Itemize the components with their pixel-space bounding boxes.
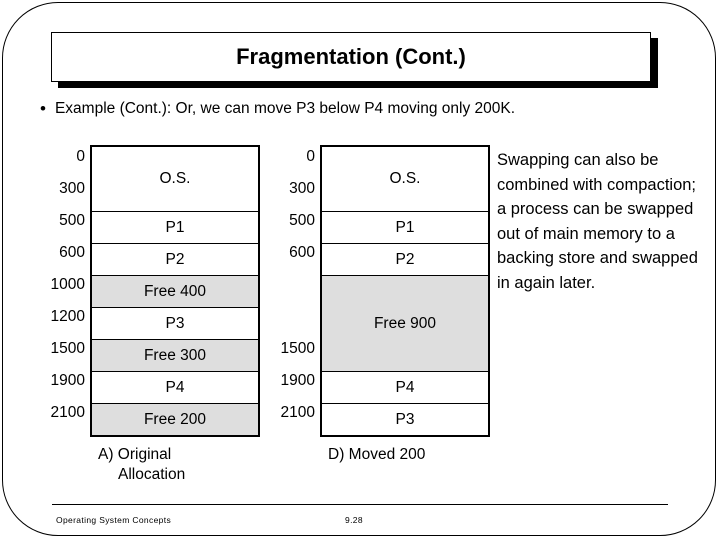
- bullet-text: Example (Cont.): Or, we can move P3 belo…: [54, 100, 516, 117]
- memory-block-label: P2: [395, 250, 415, 268]
- figure-caption-line-1: A) Original: [98, 446, 172, 463]
- memory-block-p4: P4: [322, 371, 488, 403]
- memory-block-p3: P3: [322, 403, 488, 435]
- memory-block-free-900: Free 900: [322, 275, 488, 371]
- address-label-column: 0 300 500 600 1000 1200 1500 1900 2100: [42, 145, 90, 433]
- address-label-column: 0 300 500 600 1500 1900 2100: [272, 145, 320, 433]
- memory-block-label: Free 300: [143, 346, 207, 364]
- address-label: 600: [289, 244, 315, 261]
- memory-block-p1: P1: [322, 211, 488, 243]
- bullet-point-icon: •: [40, 99, 46, 118]
- memory-block-p2: P2: [322, 243, 488, 275]
- address-label: 1200: [50, 308, 85, 325]
- memory-block-label: P3: [165, 314, 185, 332]
- address-label: 2100: [50, 404, 85, 421]
- memory-block-free-400: Free 400: [92, 275, 258, 307]
- figure-caption-line-1: D) Moved 200: [328, 446, 426, 463]
- address-label: 1900: [50, 372, 85, 389]
- memory-block-label: P1: [165, 218, 185, 236]
- figure-caption-line-2: Allocation: [118, 466, 186, 483]
- footer-book-title: Operating System Concepts: [56, 515, 172, 525]
- memory-block-p1: P1: [92, 211, 258, 243]
- memory-block-p2: P2: [92, 243, 258, 275]
- address-label: 300: [289, 180, 315, 197]
- memory-block-label: P2: [165, 250, 185, 268]
- footer-page-number: 9.28: [345, 515, 363, 525]
- address-label: 1500: [50, 340, 85, 357]
- address-label: 2100: [280, 404, 315, 421]
- address-label: 0: [76, 148, 85, 165]
- memory-block-o-s: O.S.: [322, 147, 488, 211]
- memory-block-label: P1: [395, 218, 415, 236]
- address-label: 500: [289, 212, 315, 229]
- figure-caption: D) Moved 200: [328, 445, 425, 465]
- memory-block-label: P4: [395, 378, 415, 396]
- address-label: 300: [59, 180, 85, 197]
- memory-block-label: Free 200: [143, 410, 207, 428]
- memory-block-p4: P4: [92, 371, 258, 403]
- memory-block-label: O.S.: [389, 170, 421, 187]
- memory-block-free-300: Free 300: [92, 339, 258, 371]
- memory-block-label: Free 900: [373, 314, 437, 332]
- address-label: 0: [306, 148, 315, 165]
- memory-block-p3: P3: [92, 307, 258, 339]
- footer-divider: [52, 504, 668, 505]
- address-label: 1500: [280, 340, 315, 357]
- memory-block-free-200: Free 200: [92, 403, 258, 435]
- address-label: 500: [59, 212, 85, 229]
- memory-block-o-s: O.S.: [92, 147, 258, 211]
- memory-block-label: P3: [395, 410, 415, 428]
- address-label: 1000: [50, 276, 85, 293]
- bullet-row: • Example (Cont.): Or, we can move P3 be…: [40, 99, 690, 118]
- address-label: 1900: [280, 372, 315, 389]
- title-box: Fragmentation (Cont.): [51, 32, 651, 82]
- page-title: Fragmentation (Cont.): [236, 44, 466, 69]
- side-note-text: Swapping can also be combined with compa…: [497, 151, 698, 292]
- memory-block-label: O.S.: [159, 170, 191, 187]
- memory-block-label: P4: [165, 378, 185, 396]
- address-label: 600: [59, 244, 85, 261]
- memory-block-label: Free 400: [143, 282, 207, 300]
